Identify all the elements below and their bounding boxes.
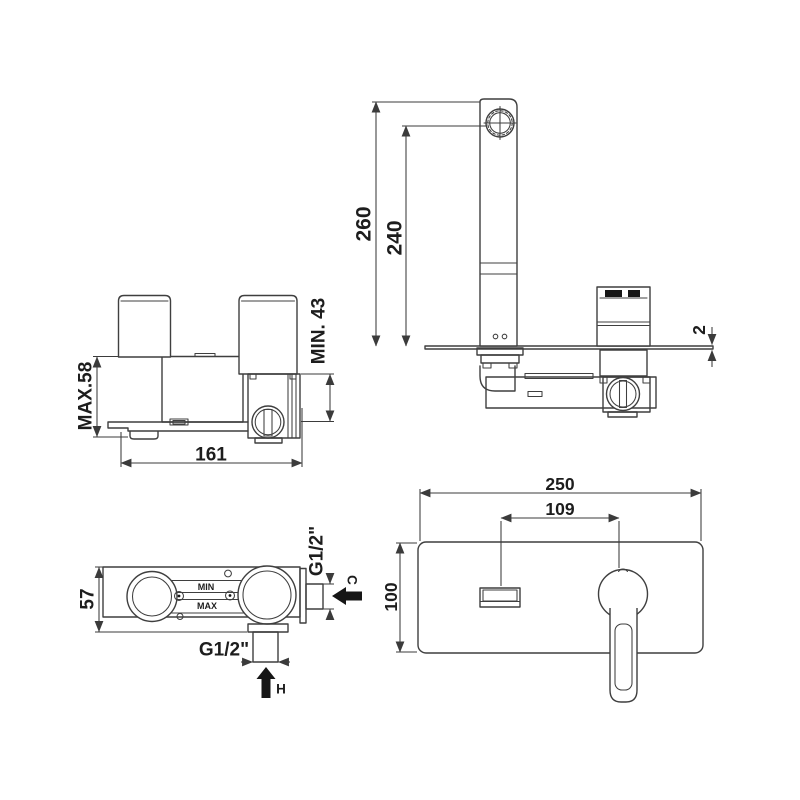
base-plate	[107, 421, 249, 440]
spout-elbow	[479, 365, 516, 392]
handle-lever-inner	[614, 623, 633, 691]
handle-top-notch	[617, 568, 629, 573]
clip-detail	[169, 418, 189, 426]
cold-water-arrow-icon	[332, 587, 362, 605]
extension-lines	[396, 489, 702, 653]
dim-min43-label: MIN. 43	[309, 298, 330, 365]
bracket-feet	[482, 362, 518, 369]
plan-left-circle-inner	[131, 576, 173, 617]
spout-dot	[501, 333, 508, 340]
spout-side-view: 260 240 2	[353, 98, 717, 418]
dim-260-label: 260	[353, 206, 376, 241]
cold-thread-label: G1/2"	[307, 526, 328, 576]
wall-plate-front	[417, 541, 704, 654]
plan-left-circle-outer	[126, 570, 178, 623]
box-top-tab	[194, 352, 216, 358]
valve-slot	[263, 408, 273, 437]
hot-water-arrow-icon	[256, 667, 276, 698]
wall-plate-edge	[424, 345, 714, 350]
spout-joint-lines	[479, 262, 518, 275]
valve-circle-outer	[251, 405, 285, 439]
screw-small	[176, 612, 184, 621]
handle-front	[597, 568, 649, 703]
valve-slot	[618, 379, 628, 409]
protection-cap-right	[238, 294, 298, 375]
screw	[224, 590, 236, 601]
spout-column	[479, 98, 518, 347]
body-box	[161, 355, 244, 423]
hot-thread-label: G1/2"	[199, 640, 249, 661]
valve-rings	[287, 373, 297, 439]
spout-hole-outer	[479, 587, 521, 608]
screw-small	[224, 569, 232, 578]
dim-109-label: 109	[545, 499, 574, 519]
screw	[173, 590, 185, 602]
aerator-knob	[483, 105, 517, 141]
max-marking-label: MAX	[197, 601, 217, 611]
spout-opening	[479, 587, 521, 608]
grip-clips	[605, 290, 640, 297]
handle-side	[596, 286, 651, 347]
dim-100-label: 100	[381, 582, 401, 611]
handle-adapter	[599, 349, 648, 377]
body-rib	[524, 372, 594, 380]
plan-right-circle-inner	[242, 570, 292, 620]
extension-lines	[93, 355, 334, 467]
right-flange	[299, 567, 307, 624]
body-side-dimensions: MAX.58 MIN. 43 161	[76, 298, 335, 468]
body-detail	[527, 390, 543, 398]
water-flow-arrows: C H	[256, 575, 362, 698]
minmax-plate	[168, 579, 251, 614]
inwall-body	[485, 376, 657, 409]
grip-base-split	[596, 321, 651, 327]
spout-side-dimensions: 260 240 2	[353, 101, 717, 367]
extension-lines	[372, 101, 486, 127]
screw-dot	[177, 594, 181, 598]
body-side-view: MAX.58 MIN. 43 161	[76, 294, 335, 468]
concealed-body-side	[476, 347, 657, 418]
valve-front	[247, 373, 301, 444]
spout-hole-inner	[482, 589, 518, 602]
handle-lever	[609, 608, 638, 703]
valve-circle-outer	[605, 376, 641, 412]
dim-240-label: 240	[384, 220, 407, 255]
screw-dot	[228, 594, 232, 597]
plate-front-dimensions: 250 109 100	[381, 474, 702, 653]
dim-250-label: 250	[545, 474, 574, 494]
dim-57-label: 57	[78, 588, 99, 609]
plate-screws	[173, 569, 236, 621]
valve-tabs	[599, 376, 651, 384]
dim-161-label: 161	[195, 445, 227, 466]
spout-bracket	[480, 354, 520, 364]
protection-cap-left	[117, 294, 172, 358]
dim-max58-label: MAX.58	[76, 362, 97, 431]
bottom-flange	[247, 623, 289, 633]
cold-label: C	[345, 575, 360, 585]
cold-inlet-stub	[305, 583, 324, 610]
min-marking-label: MIN	[198, 582, 215, 592]
plate-front-view: 250 109 100	[381, 474, 704, 703]
body-plan-view: MIN MAX 57 G1/2" G1/2" C H	[78, 526, 362, 698]
hot-inlet-stub	[252, 631, 279, 663]
handle-grip	[596, 286, 651, 347]
body-plan-dimensions: 57 G1/2" G1/2"	[78, 526, 335, 667]
knob-crosshair	[483, 105, 517, 141]
valve-top-tabs	[249, 373, 297, 380]
valve-cap	[607, 411, 638, 418]
hot-label: H	[276, 682, 286, 697]
valve-cap	[254, 437, 283, 444]
dim-plate-thickness-label: 2	[689, 325, 709, 335]
plan-right-circle-outer	[237, 565, 297, 625]
spout-dot	[492, 333, 499, 340]
